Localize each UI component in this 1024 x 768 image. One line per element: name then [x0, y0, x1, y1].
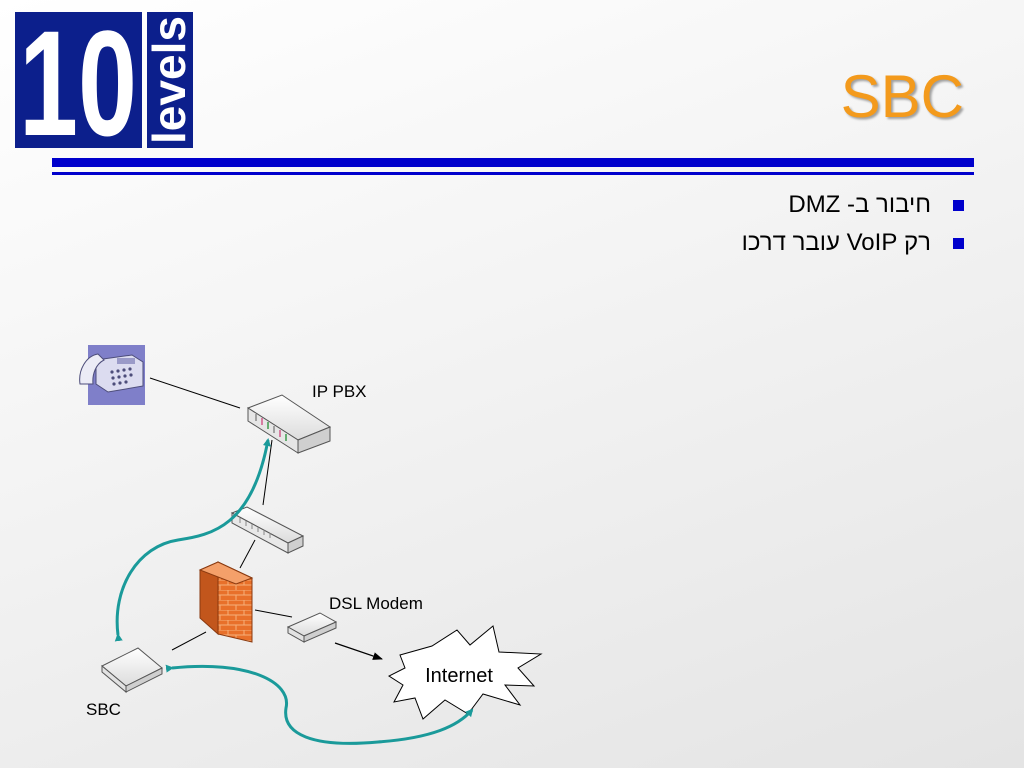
- company-logo: 10 levels: [15, 0, 195, 167]
- phone-pbx-link: [149, 377, 241, 409]
- firewall-modem-link: [254, 609, 293, 618]
- logo-number-box: [15, 12, 142, 148]
- bullet-list: חיבור ב- DMZ רק VoIP עובר דרכו: [742, 186, 964, 262]
- logo-number: 10: [19, 12, 137, 148]
- bullet-item: רק VoIP עובר דרכו: [742, 224, 964, 262]
- firewall-icon: [198, 561, 254, 643]
- ip-pbx-label: IP PBX: [312, 382, 367, 401]
- sbc-icon: [101, 647, 163, 694]
- bullet-square-icon: [953, 199, 964, 211]
- title-divider-thin: [52, 172, 974, 175]
- bullet-text: חיבור ב- DMZ: [788, 191, 931, 218]
- title-divider-thick: [52, 158, 974, 167]
- slide-title: SBC: [840, 63, 964, 130]
- ip-pbx-icon: [246, 394, 332, 454]
- bullet-square-icon: [953, 237, 964, 249]
- modem-internet-arrow: [334, 642, 383, 660]
- voip-flow-sbc-pbx-arrow: [114, 438, 271, 642]
- bullet-text: רק VoIP עובר דרכו: [741, 229, 931, 256]
- ip-phone-icon: [79, 345, 145, 405]
- sbc-label: SBC: [86, 700, 121, 719]
- internet-label: Internet: [425, 665, 493, 687]
- switch-firewall-link: [239, 539, 256, 569]
- switch-icon: [230, 506, 305, 554]
- voip-flow-sbc-internet-arrow: [165, 664, 474, 745]
- firewall-sbc-link: [171, 631, 207, 651]
- dsl-modem-label: DSL Modem: [329, 594, 423, 613]
- bullet-item: חיבור ב- DMZ: [742, 186, 964, 224]
- dsl-modem-icon: [286, 612, 338, 643]
- logo-word-box: [147, 12, 193, 148]
- logo-word: levels: [143, 16, 195, 144]
